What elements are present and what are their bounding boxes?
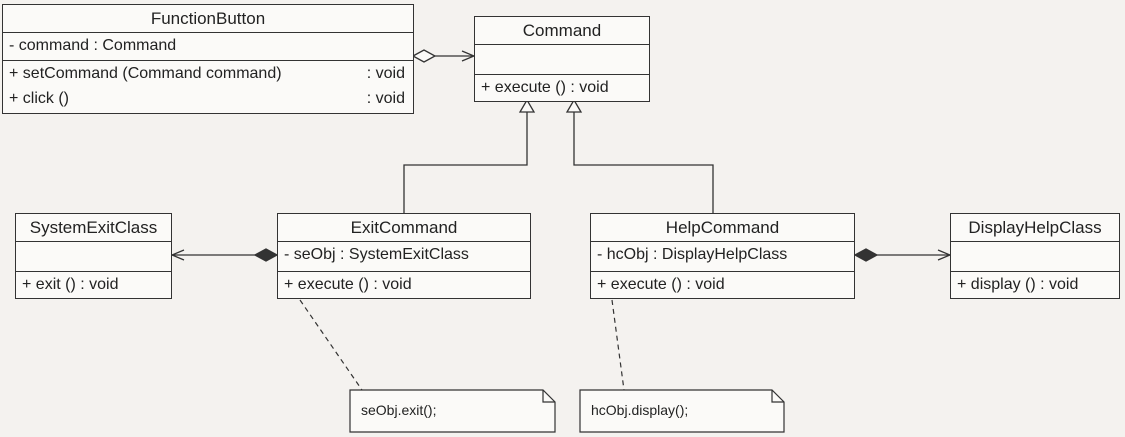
class-name: ExitCommand [278, 214, 530, 242]
note-text: seObj.exit(); [361, 402, 437, 418]
class-functionbutton[interactable]: FunctionButton - command : Command + set… [2, 4, 414, 114]
attribute-row: - seObj : SystemExitClass [284, 246, 469, 263]
operation-return: : void [366, 90, 405, 107]
operation-row: + setCommand (Command command) : void [3, 61, 413, 86]
class-exitcommand[interactable]: ExitCommand - seObj : SystemExitClass + … [277, 213, 531, 299]
aggregation-functionbutton-command [411, 49, 474, 63]
operation-signature: + click () [9, 90, 69, 107]
class-name: Command [475, 17, 649, 45]
composition-helpcommand-displayhelpclass [853, 248, 950, 262]
attributes-compartment [16, 242, 171, 272]
note-exit: seObj.exit(); [351, 400, 541, 431]
generalization-exitcommand-command [403, 98, 536, 213]
note-text: hcObj.display(); [591, 402, 689, 418]
operations-compartment: + execute () : void [475, 75, 649, 100]
generalization-helpcommand-command [565, 98, 714, 213]
class-helpcommand[interactable]: HelpCommand - hcObj : DisplayHelpClass +… [590, 213, 855, 299]
class-name: SystemExitClass [16, 214, 171, 242]
operation-signature: + setCommand (Command command) [9, 65, 282, 82]
operations-compartment: + execute () : void [278, 272, 530, 297]
note-help: hcObj.display(); [581, 400, 771, 431]
attributes-compartment: - seObj : SystemExitClass [278, 242, 530, 272]
attributes-compartment [475, 45, 649, 75]
operation-row: + exit () : void [22, 276, 119, 293]
operation-row: + execute () : void [284, 276, 412, 293]
class-name: HelpCommand [591, 214, 854, 242]
class-name: DisplayHelpClass [951, 214, 1119, 242]
operation-row: + display () : void [957, 276, 1079, 293]
attribute-row: - hcObj : DisplayHelpClass [597, 246, 788, 263]
exit-note-anchor [299, 299, 363, 391]
operations-compartment: + setCommand (Command command) : void + … [3, 61, 413, 111]
attribute-row: - command : Command [9, 37, 177, 54]
operations-compartment: + display () : void [951, 272, 1119, 297]
class-name: FunctionButton [3, 5, 413, 33]
class-displayhelpclass[interactable]: DisplayHelpClass + display () : void [950, 213, 1120, 299]
operations-compartment: + exit () : void [16, 272, 171, 297]
operation-return: : void [366, 65, 405, 82]
class-systemexitclass[interactable]: SystemExitClass + exit () : void [15, 213, 172, 299]
attributes-compartment: - command : Command [3, 33, 413, 61]
operation-row: + click () : void [3, 86, 413, 111]
operations-compartment: + execute () : void [591, 272, 854, 297]
attributes-compartment: - hcObj : DisplayHelpClass [591, 242, 854, 272]
help-note-anchor [611, 299, 625, 391]
operation-row: + execute () : void [597, 276, 725, 293]
operation-row: + execute () : void [481, 79, 609, 96]
composition-exitcommand-systemexitclass [172, 248, 279, 262]
attributes-compartment [951, 242, 1119, 272]
class-command[interactable]: Command + execute () : void [474, 16, 650, 102]
